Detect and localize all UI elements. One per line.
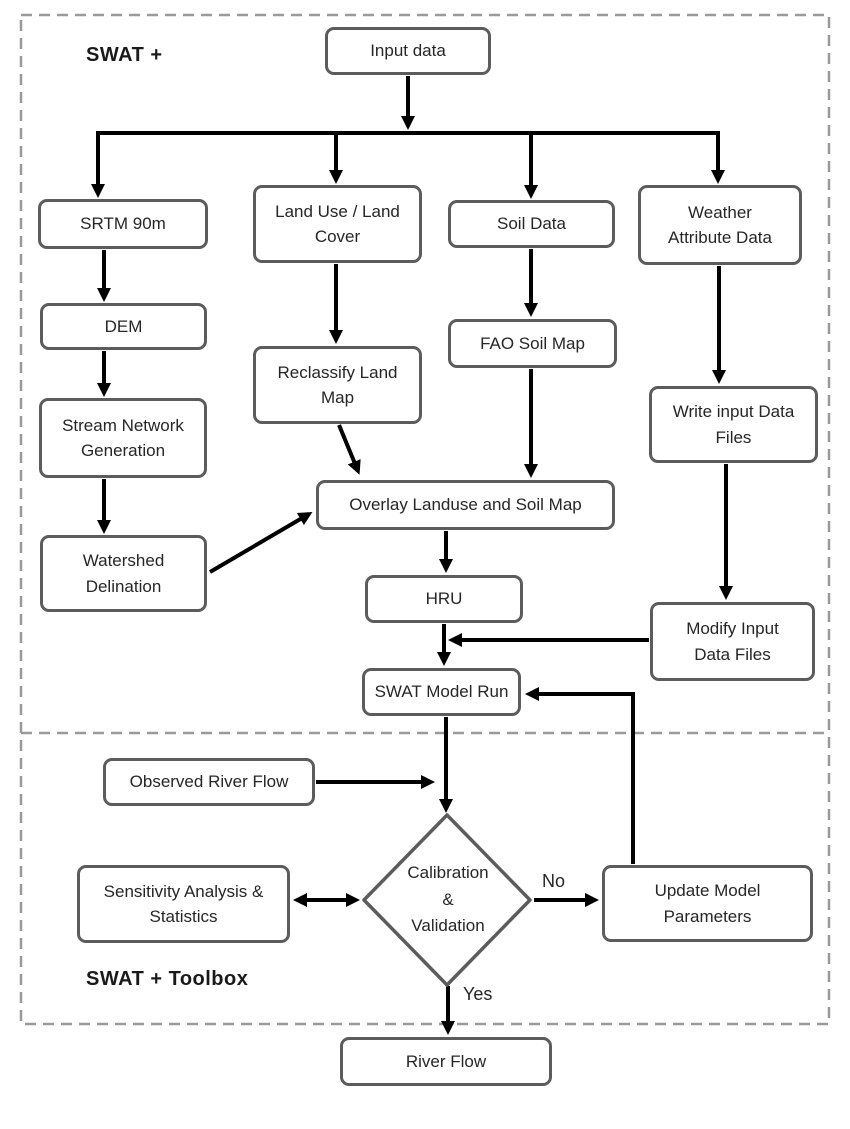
node-land-use-land-cover: Land Use / Land Cover xyxy=(253,185,422,263)
node-soil-data: Soil Data xyxy=(448,200,615,248)
node-overlay-landuse-soil-map: Overlay Landuse and Soil Map xyxy=(316,480,615,530)
node-river-flow: River Flow xyxy=(340,1037,552,1086)
edge-label-yes: Yes xyxy=(463,984,493,1004)
node-write-input-data-files: Write input Data Files xyxy=(649,386,818,463)
edge-label-no: No xyxy=(542,871,566,891)
arrow-watershed-to-overlay xyxy=(208,511,313,574)
node-sensitivity-analysis-statistics: Sensitivity Analysis & Statistics xyxy=(77,865,290,943)
node-observed-river-flow: Observed River Flow xyxy=(103,758,315,806)
node-dem: DEM xyxy=(40,303,207,350)
node-calibration-validation: Calibration & Validation xyxy=(407,863,489,936)
node-input-data: Input data xyxy=(325,27,491,75)
node-fao-soil-map: FAO Soil Map xyxy=(448,319,617,368)
node-reclassify-land-map: Reclassify Land Map xyxy=(253,346,422,424)
node-stream-network-generation: Stream Network Generation xyxy=(39,398,207,478)
node-srtm-90m: SRTM 90m xyxy=(38,199,208,249)
node-swat-model-run: SWAT Model Run xyxy=(362,668,521,716)
node-weather-attribute-data: Weather Attribute Data xyxy=(638,185,802,265)
arrow-reclassify-to-overlay xyxy=(337,424,361,475)
decision-diamond xyxy=(362,813,532,987)
region-label-swat-toolbox: SWAT + Toolbox xyxy=(86,968,249,990)
region-label-swat-plus: SWAT + xyxy=(86,44,163,66)
node-update-model-parameters: Update Model Parameters xyxy=(602,865,813,942)
node-watershed-delination: Watershed Delination xyxy=(40,535,207,612)
arrow-update-to-swatrun xyxy=(525,687,635,864)
node-modify-input-data-files: Modify Input Data Files xyxy=(650,602,815,681)
node-hru: HRU xyxy=(365,575,523,623)
dashed-outer-border xyxy=(19,13,831,1026)
